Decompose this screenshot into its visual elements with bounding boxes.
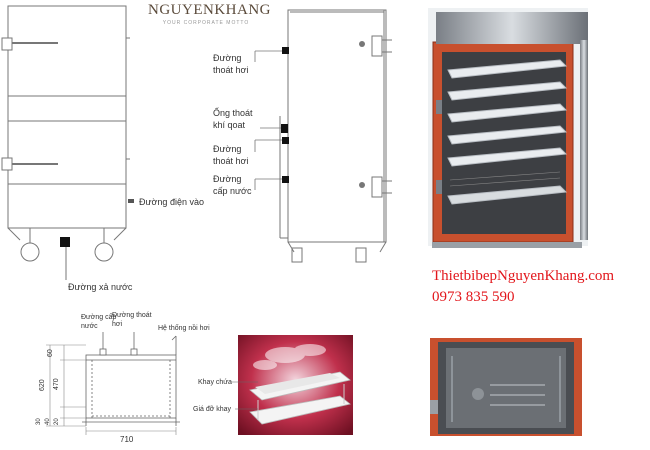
steam-exhaust-1-label-a: Đường (213, 53, 241, 63)
front-view-cabinet (1, 5, 130, 262)
section-steam-label-a: Đường thoát (112, 312, 152, 319)
hinge-top (436, 100, 442, 114)
section-water-label-a: Đường cấp (81, 312, 116, 321)
steam-port-1 (282, 47, 289, 54)
contact-phone[interactable]: 0973 835 590 (432, 289, 515, 305)
water-supply-label-a: Đường (213, 174, 241, 184)
tray-rack-label: Giá đỡ khay (193, 406, 232, 413)
steam-pipe-label-a: Ống thoát (213, 107, 253, 118)
dim-low-2: 40 (45, 418, 51, 425)
steam-pipe-label-b: khí qoat (213, 120, 246, 130)
side-bolt-bottom (359, 182, 365, 188)
drain-port (60, 237, 70, 247)
dim-top: 60 (47, 349, 54, 357)
dim-low-3: 20 (54, 418, 60, 425)
electric-port (128, 199, 134, 203)
hinge-bottom (436, 180, 442, 194)
drain-label: Đường xả nước (68, 282, 133, 292)
electric-input-label: Đường điện vào (139, 197, 204, 207)
logo-name: NGUYENKHANG (148, 2, 271, 18)
section-water-label-b: nước (81, 323, 98, 330)
steam-port-2 (282, 137, 289, 144)
open-cabinet-rack (449, 171, 561, 187)
steam-exhaust-1-label-b: thoát hơi (213, 65, 248, 75)
tray-photo-trays (249, 371, 351, 425)
logo-motto: YOUR CORPORATE MOTTO (162, 20, 250, 26)
tray-photo-steam (253, 344, 326, 370)
section-drawing (82, 332, 180, 426)
side-leaders (254, 50, 282, 190)
steam-pipe-port (281, 124, 288, 133)
steam-exhaust-2-label-a: Đường (213, 144, 241, 154)
contact-website[interactable]: ThietbibepNguyenKhang.com (432, 268, 615, 284)
open-cabinet-photo (428, 8, 588, 248)
logo: NGUYENKHANG YOUR CORPORATE MOTTO (148, 0, 271, 30)
dim-height: 620 (39, 379, 46, 391)
section-dimensions (46, 344, 177, 435)
side-bolt-top (359, 41, 365, 47)
dim-low-1: 30 (36, 418, 42, 425)
side-view-cabinet (279, 9, 392, 263)
interior-photo (430, 338, 582, 436)
water-port (282, 176, 289, 183)
open-cabinet-trays (447, 59, 568, 205)
dim-body: 470 (53, 378, 60, 390)
dim-width: 710 (120, 435, 134, 444)
tray-label: Khay chứa (198, 379, 232, 386)
steam-exhaust-2-label-b: thoát hơi (213, 156, 248, 166)
section-steam-label-b: hơi (112, 321, 122, 328)
water-supply-label-b: cấp nước (213, 186, 252, 196)
boiler-system-label: Hệ thống nồi hơi (158, 323, 210, 332)
